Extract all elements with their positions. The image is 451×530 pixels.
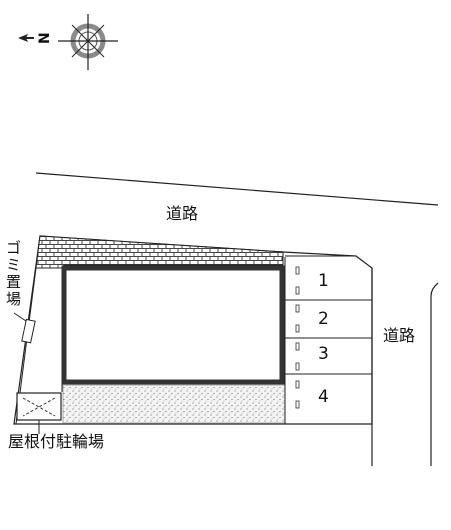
garbage-label-char: 置 — [6, 273, 22, 291]
gravel-strip — [62, 384, 286, 424]
parking-space-3: 3 — [318, 344, 329, 364]
parking-space-4: 4 — [318, 387, 329, 407]
garbage-area-box — [21, 318, 36, 344]
parking-space-2: 2 — [318, 309, 329, 329]
road-label-right: 道路 — [383, 326, 416, 345]
garbage-leader-line — [13, 312, 27, 322]
road-edge-top — [35, 172, 439, 206]
hedge-strip — [35, 235, 284, 269]
road-edge-far-right — [430, 282, 439, 466]
garbage-label-char: 場 — [6, 290, 22, 308]
garbage-area-label: ゴ ミ 置 場 — [6, 240, 24, 308]
parking-space-1: 1 — [318, 271, 329, 291]
compass-rose-icon: N — [18, 14, 118, 70]
garbage-label-char: ミ — [6, 256, 22, 274]
building — [61, 265, 285, 385]
compass-letter: N — [37, 32, 53, 44]
bicycle-parking-label: 屋根付駐輪場 — [8, 432, 105, 451]
garbage-label-char: ゴ — [6, 239, 22, 257]
parking-area — [284, 255, 372, 424]
road-label-top: 道路 — [166, 204, 199, 223]
